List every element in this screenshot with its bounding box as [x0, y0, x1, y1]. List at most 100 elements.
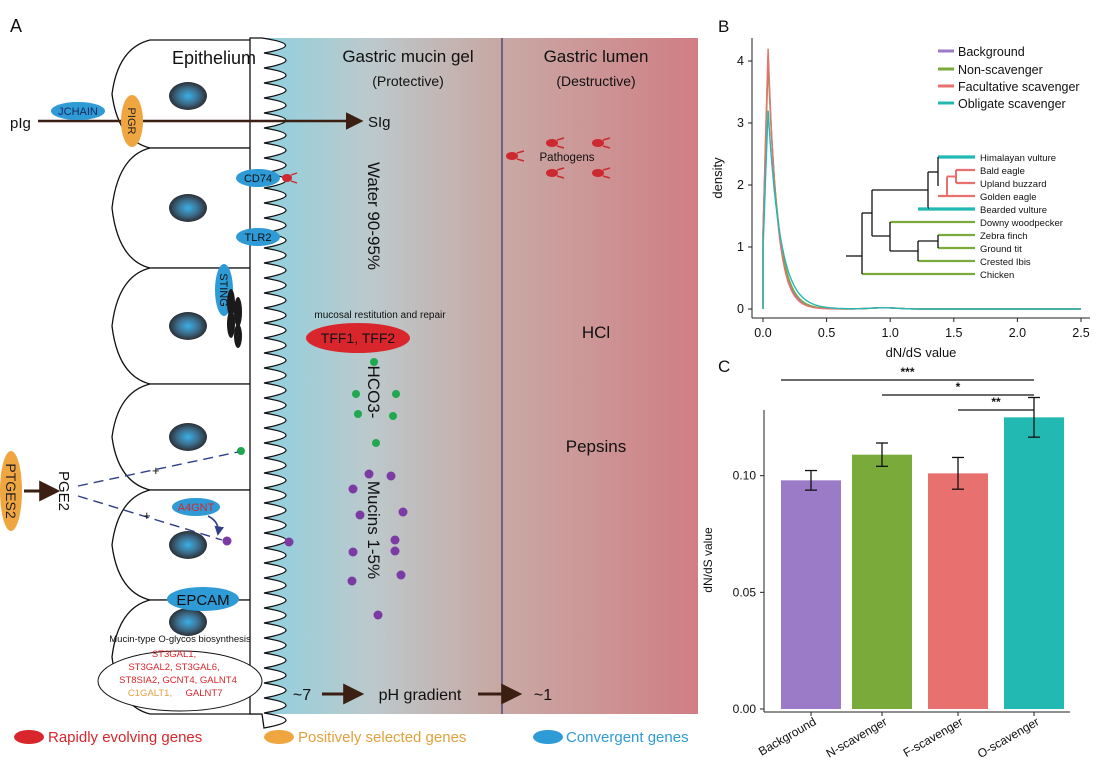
glyco-title: Mucin-type O-glycos biosynthesis	[109, 634, 251, 645]
glyco-genes-line2: ST3GAL2, ST3GAL6,	[128, 662, 219, 673]
x-tick-label: F-scavenger	[901, 714, 966, 759]
y-tick-label: 2	[737, 178, 744, 192]
y-tick-label: 0.10	[733, 469, 757, 483]
legend-swatch-convergent	[533, 730, 563, 744]
pathogen-icon	[546, 167, 565, 179]
hcl-label: HCl	[582, 323, 610, 342]
sig-label: SIg	[368, 114, 391, 131]
x-tick-label: 0.5	[818, 326, 835, 340]
header-mucin-gel: Gastric mucin gel	[342, 47, 473, 66]
y-tick-label: 0.05	[733, 585, 757, 599]
legend-obligate-label: Obligate scavenger	[958, 97, 1066, 111]
epcam-label: EPCAM	[176, 592, 229, 609]
tff-badge	[306, 323, 410, 353]
plus-sign-upper: +	[152, 463, 160, 478]
cell-nucleus	[169, 423, 207, 451]
tlr2-label: TLR2	[245, 232, 272, 244]
hco3-dots	[237, 358, 400, 455]
legend-swatch-rapid	[14, 730, 44, 744]
tree-taxon-label: Chicken	[980, 270, 1014, 281]
x-tick-label: 1.0	[882, 326, 899, 340]
gene-legend: Rapidly evolving genes Positively select…	[14, 729, 689, 746]
header-lumen: Gastric lumen	[544, 47, 649, 66]
tree-taxon-label: Downy woodpecker	[980, 218, 1063, 229]
x-tick-label: 1.5	[945, 326, 962, 340]
density-x-label: dN/dS value	[886, 345, 957, 360]
pigr-badge	[121, 95, 143, 147]
tff-label: TFF1, TFF2	[321, 330, 396, 346]
cd74-badge	[236, 169, 280, 187]
sting-label: STING	[217, 273, 229, 307]
density-curves	[762, 48, 1081, 310]
hco3-label: HCO3-	[364, 366, 383, 419]
x-tick-label: N-scavenger	[824, 714, 890, 760]
pepsins-label: Pepsins	[566, 437, 626, 456]
bar-y-label: dN/dS value	[701, 527, 715, 593]
water-label: Water 90-95%	[364, 162, 383, 270]
y-tick-label: 1	[737, 240, 744, 254]
restitution-label: mucosal restitution and repair	[314, 310, 446, 321]
mucins-label: Mucins 1-5%	[364, 481, 383, 579]
bar-background	[781, 480, 841, 709]
cell-nucleus	[169, 531, 207, 559]
a4gnt-badge	[172, 498, 220, 516]
mucin-gel-region	[262, 38, 502, 714]
tree-taxon-label: Bald eagle	[980, 166, 1025, 177]
x-tick-label: 2.0	[1009, 326, 1026, 340]
x-tick-label: 0.0	[754, 326, 771, 340]
legend-positive-label: Positively selected genes	[298, 729, 466, 746]
a4gnt-arrow	[207, 515, 224, 536]
tree-taxon-label: Upland buzzard	[980, 179, 1047, 190]
tree-taxon-label: Golden eagle	[980, 192, 1037, 203]
panel-c-label: C	[718, 357, 730, 376]
header-epithelium: Epithelium	[172, 48, 256, 68]
tree-taxon-label: Crested Ibis	[980, 257, 1031, 268]
header-lumen-sub: (Destructive)	[556, 73, 635, 89]
pge2-label: PGE2	[55, 471, 72, 511]
glyco-genes-box	[97, 650, 263, 712]
significance-label: ***	[900, 365, 914, 379]
mucin-dots	[222, 469, 408, 620]
significance-brackets: ******	[781, 365, 1034, 411]
density-line-3	[762, 110, 1081, 310]
legend-rapid-label: Rapidly evolving genes	[48, 729, 202, 746]
pathogen-icon	[506, 150, 525, 162]
ph-right-label: ~1	[534, 687, 552, 704]
y-tick-label: 0	[737, 302, 744, 316]
pge2-hco3-link	[77, 451, 239, 487]
cell-nucleus	[169, 608, 207, 636]
er-stack-icon	[227, 289, 242, 348]
panel-a-label: A	[10, 16, 22, 36]
header-mucin-sub: (Protective)	[372, 73, 444, 89]
cell-nucleus	[169, 194, 207, 222]
tree-taxon-label: Ground tit	[980, 244, 1022, 255]
glyco-genes-line1: ST3GAL1,	[152, 649, 196, 660]
bar-o-scavenger	[1004, 417, 1064, 709]
density-legend: Background Non-scavenger Facultative sca…	[938, 45, 1080, 111]
legend-convergent-label: Convergent genes	[566, 729, 689, 746]
tree-taxon-label: Himalayan vulture	[980, 153, 1056, 164]
ptges2-badge	[0, 451, 22, 531]
a4gnt-label: A4GNT	[178, 502, 215, 514]
y-tick-label: 4	[737, 54, 744, 68]
tree-taxon-label: Zebra finch	[980, 231, 1028, 242]
glyco-genes-line3: ST8SIA2, GCNT4, GALNT4	[119, 675, 237, 686]
x-tick-label: 2.5	[1072, 326, 1089, 340]
x-tick-label: Background	[756, 714, 818, 758]
pigr-label: PIGR	[125, 108, 137, 135]
cell-nucleus	[169, 312, 207, 340]
bar-n-scavenger	[852, 454, 912, 709]
y-tick-label: 0.00	[733, 702, 757, 716]
pig-label: pIg	[10, 115, 31, 132]
epithelial-villi-edge	[249, 37, 287, 729]
ph-left-label: ~7	[293, 687, 311, 704]
significance-label: *	[956, 380, 961, 394]
cell-nucleus	[169, 82, 207, 110]
tree-taxon-label: Bearded vulture	[980, 205, 1047, 216]
